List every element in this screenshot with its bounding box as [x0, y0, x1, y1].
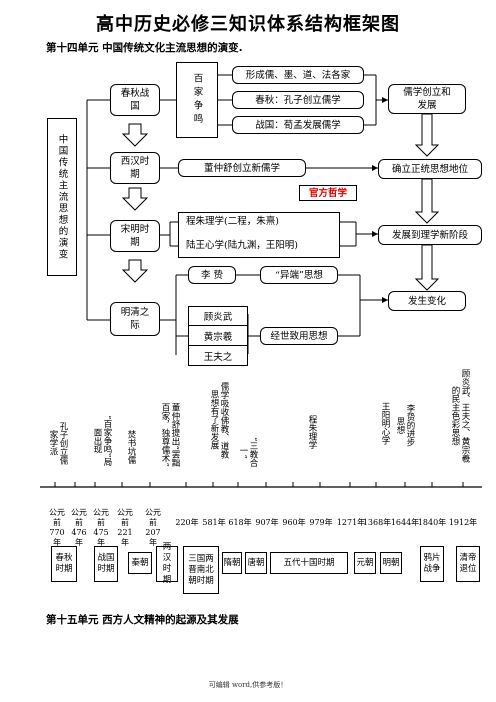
date-979: 979年 [309, 518, 333, 527]
event-cheng-zhu: 程朱理学 [307, 415, 317, 449]
period-chunqiu: 春秋战国 [110, 84, 160, 116]
chunqiu-item-3: 战国：荀孟发展儒学 [232, 116, 364, 134]
date-220: 220年 [175, 518, 199, 527]
unit14-heading: 第十四单元 中国传统文化主流思想的演变. [46, 42, 243, 54]
mingqing-person-huangzongxi: 黄宗羲 [203, 332, 233, 343]
divider [188, 325, 248, 326]
date-476bc: 公元前476年 [71, 508, 87, 547]
baijia-box: 百家争鸣 [176, 62, 218, 138]
event-confucianism-absorbs: 儒学吸收佛教、道教思想有了新发展 [209, 381, 229, 459]
songming-item-2: 陆王心学(陆九渊，王阳明) [186, 240, 298, 251]
main-theme-box: 中国传统主流思想的演变 [47, 118, 77, 276]
mingqing-person-lizhi: 李 贽 [188, 266, 236, 284]
period-xihan: 西汉时期 [110, 152, 160, 184]
dynasty-ming: 明朝 [380, 552, 402, 574]
date-1368: 1368年 [362, 518, 392, 527]
page-title: 高中历史必修三知识体系结构框架图 [96, 14, 400, 35]
event-qing-abdication: 清帝退位 [456, 546, 480, 582]
date-1644: 1644年 [390, 518, 420, 527]
date-475bc: 公元前475年 [93, 508, 109, 547]
date-907: 907年 [255, 518, 279, 527]
chunqiu-item-2: 春秋：孔子创立儒学 [232, 91, 364, 109]
date-960: 960年 [282, 518, 306, 527]
dynasty-three-kingdoms: 三国两晋南北朝时期 [183, 546, 219, 594]
footer-note: 可编辑 word,供参考版！ [208, 681, 288, 689]
chunqiu-item-1: 形成儒、墨、道、法各家 [232, 66, 364, 84]
official-philosophy-badge: 官方哲学 [299, 185, 357, 201]
event-hundred-schools: “百家争鸣”局面出现 [92, 415, 112, 467]
songming-item-1: 程朱理学(二程，朱熹) [186, 216, 279, 227]
mingqing-person-guyanwu: 顾炎武 [203, 312, 233, 323]
dynasty-han: 两汉时期 [156, 542, 178, 585]
event-democratic-thought: 顾炎武、王夫之、黄宗羲的民主色彩思想 [450, 369, 470, 463]
songming-box [178, 212, 340, 258]
songming-result: 发展到理学新阶段 [378, 225, 482, 245]
dynasty-qin: 秦朝 [128, 552, 152, 574]
event-li-zhi: 李贽的进步思想 [395, 403, 415, 447]
dynasty-sui: 隋朝 [222, 552, 242, 574]
xihan-result: 确立正统思想地位 [378, 159, 482, 179]
date-581: 581年 [202, 518, 226, 527]
date-207bc: 公元前207年 [145, 508, 161, 547]
unit15-heading: 第十五单元 西方人文精神的起源及其发展 [46, 614, 239, 626]
event-three-teachings: “三教合一” [238, 437, 258, 467]
mingqing-practical: 经世致用思想 [260, 327, 338, 345]
event-confucius: 孔子创立儒家学派 [48, 421, 68, 465]
event-dong-zhongshu: 董仲舒提出“罢黜百家，独尊儒术” [160, 403, 180, 467]
mingqing-thinkers-box [188, 306, 248, 366]
event-book-burning: 焚书坑儒 [126, 430, 136, 464]
dynasty-zhanguo: 战国时期 [94, 546, 118, 582]
period-songming: 宋明时期 [110, 220, 160, 252]
mingqing-person-wangfuzhi: 王夫之 [203, 352, 233, 363]
date-1271: 1271年 [336, 518, 366, 527]
event-opium-war: 鸦片战争 [420, 546, 444, 582]
chunqiu-result: 儒学创立和发展 [388, 84, 466, 114]
dynasty-yuan: 元朝 [354, 552, 376, 574]
date-770bc: 公元前770年 [49, 508, 65, 547]
date-221bc: 公元前221年 [117, 508, 133, 547]
dynasty-chunqiu: 春秋时期 [51, 546, 77, 582]
dynasty-tang: 唐朝 [245, 552, 267, 574]
divider [188, 345, 248, 346]
dynasty-five-dynasties: 五代十国时期 [270, 552, 348, 574]
main-theme-text: 中国传统主流思想的演变 [56, 133, 68, 261]
event-wang-yangming: 王阳明心学 [380, 401, 390, 445]
date-1840: 1840年 [417, 518, 447, 527]
date-1912: 1912年 [448, 518, 478, 527]
period-mingqing: 明清之际 [110, 302, 160, 336]
baijia-text: 百家争鸣 [191, 73, 203, 127]
mingqing-result: 发生变化 [388, 291, 466, 311]
mingqing-heresy: “异端”思想 [260, 266, 338, 284]
date-618: 618年 [228, 518, 252, 527]
xihan-item: 董仲舒创立新儒学 [178, 159, 306, 177]
